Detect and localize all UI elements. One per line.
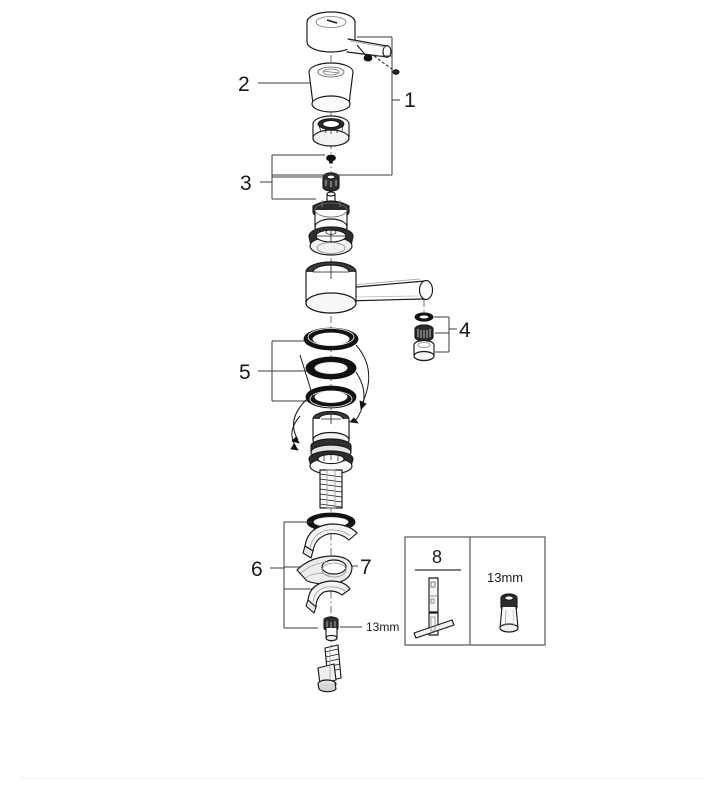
inset-tool-extension-rod: [413, 577, 455, 639]
part-base-flange: [308, 450, 354, 475]
callout-6-bracket: 6: [251, 521, 318, 629]
callout-2-leader: 2: [238, 73, 311, 96]
callout-7-leader: 7: [352, 556, 372, 579]
callout-label-5: 5: [239, 361, 251, 384]
part-handle-cap: [308, 62, 354, 113]
part-bushing-nut: [322, 172, 340, 192]
part-oring-lower: [305, 385, 357, 409]
part-oring-upper: [303, 327, 359, 351]
callout-3-bracket: 3: [240, 154, 325, 200]
part-cartridge-seat: [308, 226, 354, 256]
part-small-screw: [326, 154, 336, 164]
callout-4-bracket: 4: [434, 316, 471, 353]
callout-label-2: 2: [238, 73, 250, 96]
part-threaded-stud: [319, 469, 343, 509]
callout-1-bracket: 1: [272, 36, 416, 176]
part-faucet-body-spout: [305, 261, 434, 314]
callout-label-1: 1: [404, 89, 416, 112]
inset-label-13mm: 13mm: [487, 570, 523, 585]
part-retaining-ring: [312, 115, 350, 147]
part-upper-clamp-half: [302, 523, 358, 559]
part-threaded-rod-assembly: [317, 644, 342, 693]
dimension-13mm-nut: 13mm: [340, 620, 399, 634]
inset-tool-socket: [499, 593, 519, 633]
part-lower-clamp-half: [305, 580, 351, 614]
inset-number-8: 8: [432, 547, 442, 567]
oring-assembly-arrows: [290, 344, 370, 451]
part-hex-nut: [323, 616, 339, 642]
callout-label-7: 7: [360, 556, 372, 579]
callout-label-3: 3: [240, 172, 252, 195]
callout-label-4: 4: [459, 319, 471, 342]
dimension-label-13mm-nut: 13mm: [366, 620, 399, 634]
part-aerator-assembly: [413, 300, 435, 362]
callout-label-6: 6: [251, 558, 263, 581]
part-lever-handle: [306, 11, 392, 58]
inset-box: 8 13mm: [404, 536, 546, 646]
part-oring-middle: [305, 356, 357, 380]
callout-5-bracket: 5: [239, 340, 307, 402]
part-mounting-plate: [296, 555, 353, 585]
